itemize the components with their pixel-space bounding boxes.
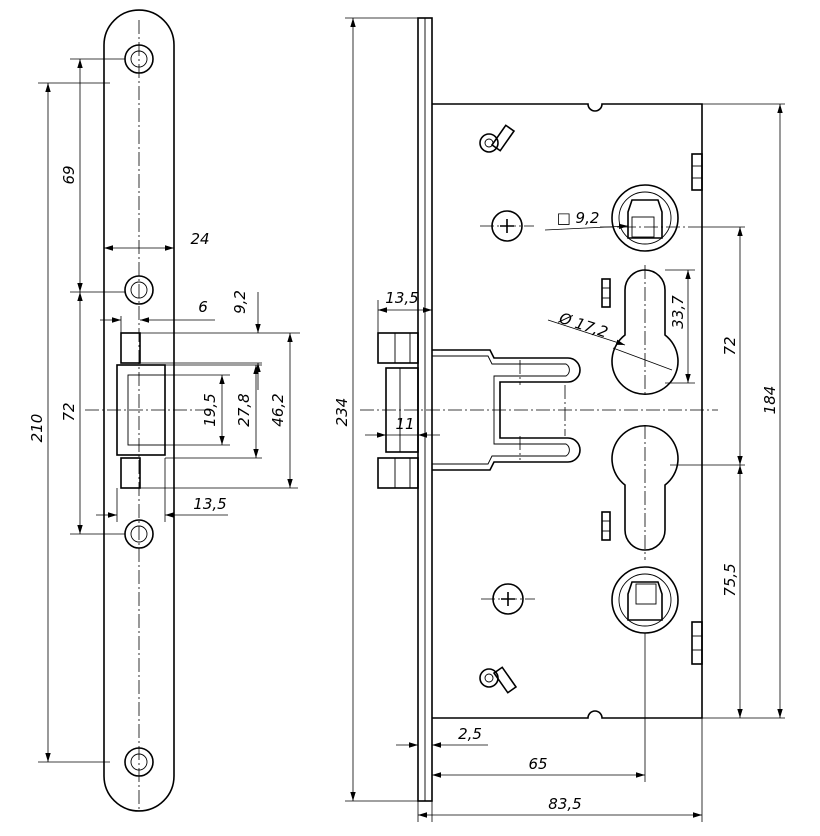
bottom-pin bbox=[479, 666, 518, 694]
latch-bolt bbox=[377, 332, 419, 489]
dim-13-5-face: 13,5 bbox=[385, 289, 418, 307]
spindle-hub-bottom bbox=[611, 566, 679, 634]
dim-210: 210 bbox=[28, 414, 46, 443]
dim-2-5: 2,5 bbox=[458, 725, 482, 743]
dim-6: 6 bbox=[198, 298, 208, 316]
case-screw-bottom bbox=[481, 583, 535, 615]
case-screw-top bbox=[480, 210, 534, 242]
dim-65: 65 bbox=[528, 755, 547, 773]
cylinder-cutout-bottom bbox=[611, 425, 679, 560]
dim-24: 24 bbox=[190, 230, 209, 248]
dim-13-5-strike: 13,5 bbox=[193, 495, 226, 513]
dim-83-5: 83,5 bbox=[548, 795, 581, 813]
dim-diameter-17-2: Ø 17,2 bbox=[556, 309, 610, 342]
dim-11: 11 bbox=[395, 415, 414, 433]
dim-27-8: 27,8 bbox=[235, 393, 253, 426]
dim-75-5: 75,5 bbox=[721, 563, 739, 596]
dim-46-2: 46,2 bbox=[269, 393, 287, 426]
strike-plate bbox=[85, 9, 210, 812]
lock-body bbox=[360, 17, 718, 802]
lock-case bbox=[432, 103, 703, 719]
case-tabs bbox=[601, 153, 703, 665]
dim-184: 184 bbox=[761, 386, 779, 415]
dim-72-body: 72 bbox=[721, 336, 739, 355]
dim-234: 234 bbox=[333, 398, 351, 427]
spindle-hub-top bbox=[600, 184, 700, 252]
strike-latch-opening bbox=[116, 332, 166, 489]
cylinder-cutout-top bbox=[611, 265, 679, 395]
lock-dimensions: 234 13,5 11 □ 9,2 Ø 17,2 33,7 72 184 bbox=[333, 17, 785, 822]
strike-dimensions: 210 69 72 24 6 9,2 19,5 27,8 bbox=[28, 58, 300, 763]
dim-square-9-2: □ 9,2 bbox=[557, 209, 600, 227]
dim-72-strike: 72 bbox=[60, 402, 78, 421]
top-pin bbox=[479, 124, 516, 153]
dim-9-2: 9,2 bbox=[231, 290, 249, 314]
dim-19-5: 19,5 bbox=[201, 393, 219, 426]
dim-69: 69 bbox=[60, 165, 78, 184]
dim-33-7: 33,7 bbox=[669, 295, 687, 329]
